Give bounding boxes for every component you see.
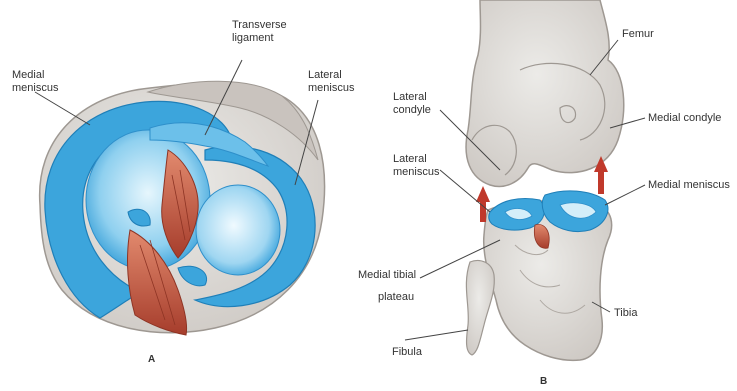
fibula-shape bbox=[466, 261, 494, 355]
label-b-medial-meniscus: Medial meniscus bbox=[648, 179, 730, 191]
label-b-femur: Femur bbox=[622, 28, 654, 40]
label-a-medial-meniscus-line2: meniscus bbox=[12, 82, 59, 94]
leader-medial-meniscus bbox=[35, 92, 90, 125]
label-b-lateral-meniscus-line2: meniscus bbox=[393, 166, 440, 178]
leader-medial-meniscus bbox=[605, 185, 645, 205]
label-a-lateral-meniscus-line1: Lateral bbox=[308, 69, 342, 81]
label-b-lateral-meniscus-line1: Lateral bbox=[393, 153, 427, 165]
panel-a-letter: A bbox=[148, 354, 155, 365]
label-a-transverse-ligament-line1: Transverse bbox=[232, 19, 287, 31]
label-a-lateral-meniscus-line2: meniscus bbox=[308, 82, 355, 94]
leader-fibula bbox=[405, 330, 468, 340]
label-b-medial-tibial-plateau-line1: Medial tibial bbox=[358, 269, 416, 281]
lateral-plateau-inner bbox=[196, 185, 280, 275]
panel-b-letter: B bbox=[540, 376, 547, 387]
label-b-fibula: Fibula bbox=[392, 346, 423, 358]
label-b-medial-condyle: Medial condyle bbox=[648, 112, 721, 124]
panel-b-illustration bbox=[405, 0, 645, 360]
label-b-medial-tibial-plateau-line2: plateau bbox=[378, 291, 414, 303]
label-b-tibia: Tibia bbox=[614, 307, 638, 319]
label-b-lateral-condyle-line2: condyle bbox=[393, 104, 431, 116]
label-b-lateral-condyle-line1: Lateral bbox=[393, 91, 427, 103]
label-a-medial-meniscus-line1: Medial bbox=[12, 69, 44, 81]
label-a-transverse-ligament-line2: ligament bbox=[232, 32, 274, 44]
panel-a-illustration bbox=[35, 60, 325, 335]
